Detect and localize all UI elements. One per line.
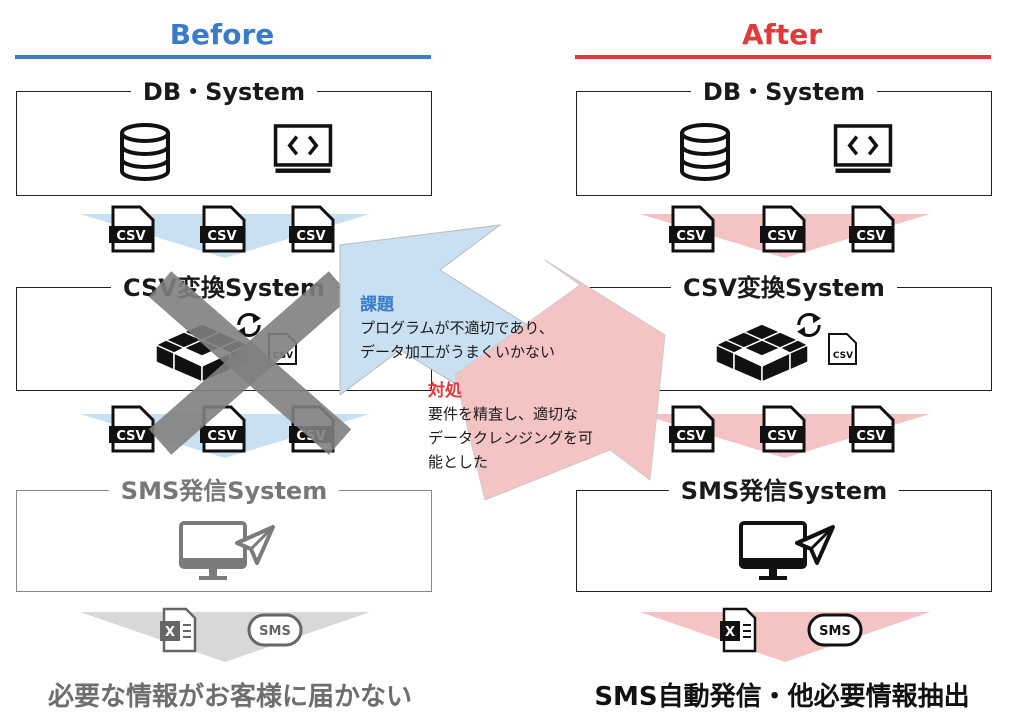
csv-file-icon: CSV (669, 205, 715, 253)
issue-line-1: プログラムが不適切であり、 (360, 319, 554, 337)
csv-file-icon: CSV (849, 405, 895, 453)
csv-file-icon: CSV (289, 205, 335, 253)
failure-x-mark (148, 271, 352, 455)
database-icon (115, 122, 175, 182)
database-icon (675, 122, 735, 182)
before-sms-panel-title: SMS発信System (108, 476, 340, 506)
before-title-rule (15, 55, 431, 59)
before-output-arrow (80, 612, 370, 662)
csv-file-icon: CSV (669, 405, 715, 453)
svg-text:X: X (165, 625, 175, 640)
fix-line-1: 要件を精査し、適切な (428, 405, 579, 423)
fix-heading: 対処 (428, 381, 462, 401)
csv-file-icon: CSV (200, 405, 246, 453)
csv-file-icon: CSV (849, 205, 895, 253)
svg-text:SMS: SMS (259, 624, 291, 639)
excel-file-icon: X (160, 607, 197, 653)
refresh-cycle-icon (792, 308, 826, 342)
after-sms-panel: SMS発信System (576, 476, 992, 592)
sms-bubble-icon: SMS (807, 613, 863, 647)
issue-body: プログラムが不適切であり、 データ加工がうまくいかない (360, 316, 555, 364)
csv-file-icon: CSV (760, 405, 806, 453)
after-output-arrow (640, 612, 930, 662)
svg-text:SMS: SMS (819, 624, 851, 639)
svg-text:CSV: CSV (767, 229, 796, 244)
csv-file-icon: CSV (760, 205, 806, 253)
before-sms-panel: SMS発信System (16, 476, 432, 592)
before-title: Before (169, 18, 275, 51)
after-db-panel-title: DB・System (690, 77, 878, 107)
fix-body: 要件を精査し、適切な データクレンジングを可 能とした (428, 402, 593, 474)
before-db-panel: DB・System (16, 77, 432, 196)
before-result-text: 必要な情報がお客様に届かない (47, 682, 412, 712)
fix-line-2: データクレンジングを可 (428, 429, 594, 447)
excel-file-icon: X (720, 607, 757, 653)
fix-line-3: 能とした (428, 453, 489, 471)
csv-file-icon: CSV (828, 333, 857, 365)
after-result-text: SMS自動発信・他必要情報抽出 (594, 682, 970, 712)
csv-file-icon: CSV (109, 405, 155, 453)
svg-text:X: X (725, 625, 735, 640)
after-csv-panel-title: CSV変換System (671, 273, 897, 303)
after-db-panel: DB・System (576, 77, 992, 196)
monitor-send-icon (737, 517, 837, 587)
svg-text:CSV: CSV (676, 429, 705, 444)
svg-text:CSV: CSV (767, 429, 796, 444)
issue-heading: 課題 (360, 295, 394, 315)
svg-text:CSV: CSV (296, 229, 325, 244)
svg-text:CSV: CSV (856, 429, 885, 444)
after-title-rule (575, 55, 991, 59)
svg-text:CSV: CSV (833, 351, 853, 361)
sms-bubble-icon: SMS (247, 613, 303, 647)
csv-file-icon: CSV (109, 205, 155, 253)
issue-line-2: データ加工がうまくいかない (360, 343, 556, 361)
svg-text:CSV: CSV (676, 229, 705, 244)
monitor-send-icon (177, 517, 277, 587)
code-window-icon (832, 122, 894, 176)
transition-arrows (339, 224, 666, 500)
svg-text:CSV: CSV (116, 429, 145, 444)
after-title: After (741, 18, 823, 51)
code-window-icon (272, 122, 334, 176)
csv-file-icon: CSV (200, 205, 246, 253)
after-sms-panel-title: SMS発信System (668, 476, 900, 506)
svg-text:CSV: CSV (116, 229, 145, 244)
svg-text:CSV: CSV (207, 429, 236, 444)
svg-text:CSV: CSV (207, 229, 236, 244)
svg-text:CSV: CSV (856, 229, 885, 244)
before-db-panel-title: DB・System (130, 77, 318, 107)
